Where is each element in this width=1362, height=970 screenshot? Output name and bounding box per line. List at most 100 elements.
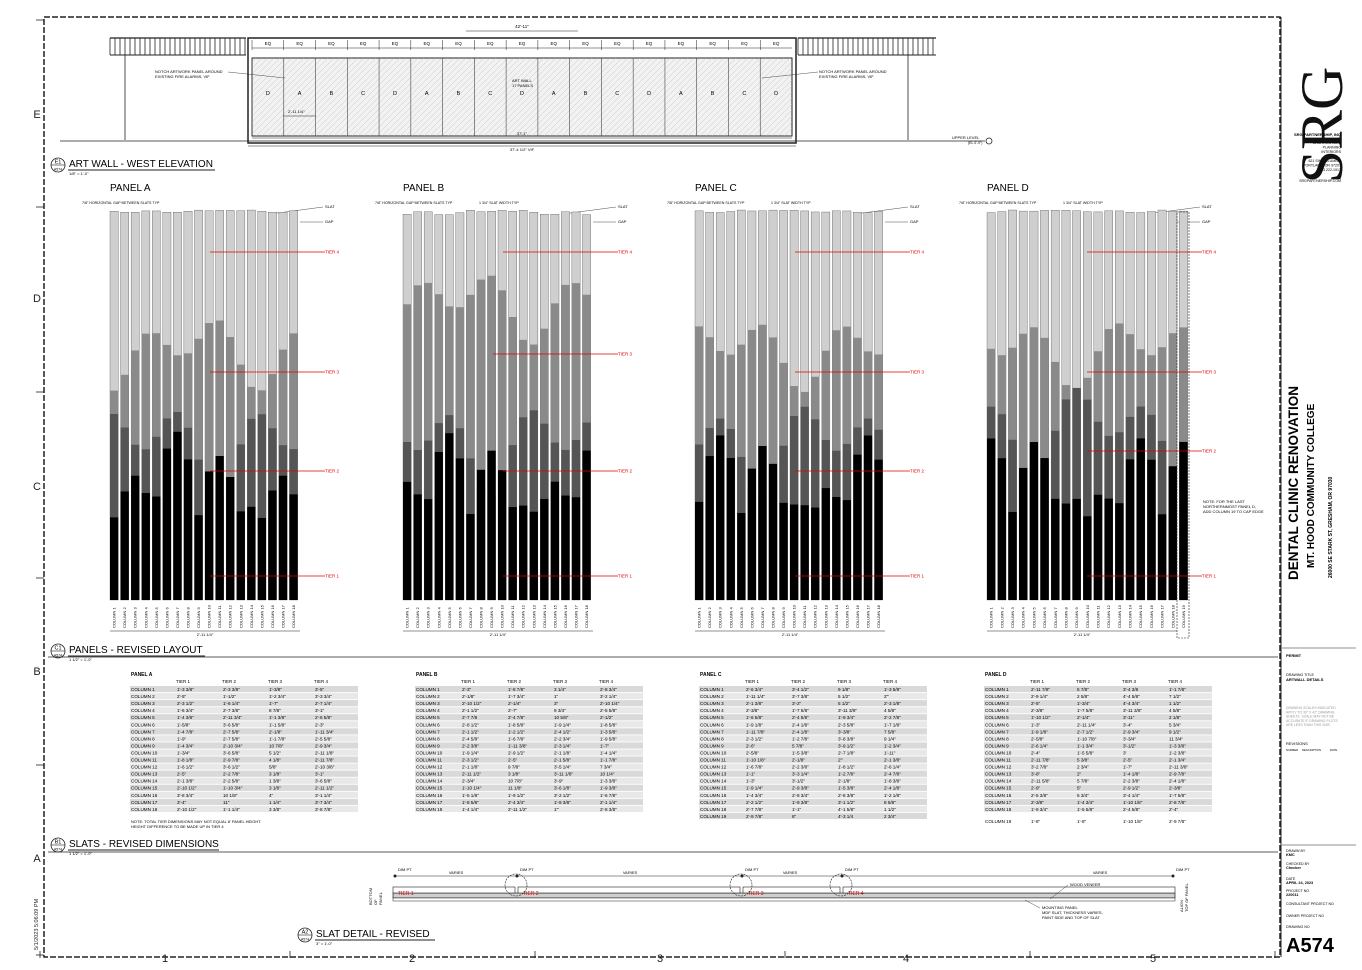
tier-label: TIER 2	[618, 469, 633, 474]
revision-header: DESCRIPTION	[1302, 748, 1321, 752]
slat-tier-1	[403, 481, 412, 600]
slat-tier-2	[800, 406, 809, 600]
column-label: COLUMN 1	[989, 607, 994, 628]
table-cell: 1'-1 3/8"	[269, 715, 286, 720]
table-cell: 1'-11 3/4"	[315, 729, 334, 734]
table-cell: 2'-3 1/8"	[884, 701, 901, 706]
column-label: COLUMN 17	[1160, 604, 1165, 628]
section-ref: A574	[54, 848, 62, 852]
table-cell: 1'-8 3/8"	[884, 779, 901, 784]
elevation-panel-letter: B	[457, 91, 461, 97]
slat-tier-1	[236, 511, 245, 600]
section-title: ART WALL - WEST ELEVATION	[69, 159, 213, 170]
table-cell: 2'-2 1/2"	[746, 800, 763, 805]
column-label: COLUMN 15	[259, 604, 264, 628]
table-cell: COLUMN 18	[131, 807, 158, 812]
table-cell: 2'-9 7/8"	[1169, 772, 1186, 777]
slat-tier-1	[1019, 467, 1028, 600]
table-row-bg	[130, 714, 358, 721]
table-cell: COLUMN 6	[131, 722, 155, 727]
panel-width-dim: 2'-11 1/4"	[1074, 632, 1091, 637]
column-label: COLUMN 16	[563, 604, 568, 628]
leader	[227, 71, 286, 79]
column-label: COLUMN 8	[479, 607, 484, 628]
table-cell: 1'-3/4"	[1077, 701, 1090, 706]
column-label: COLUMN 12	[228, 604, 233, 628]
slat-tier-1	[1179, 441, 1188, 600]
table-header: TIER 1	[745, 679, 760, 684]
table-row-bg	[415, 749, 643, 756]
table-row-bg	[984, 742, 1212, 749]
section-ref: A574	[54, 654, 62, 658]
table-cell: 1'-4 3/4"	[177, 743, 194, 748]
table-cell: 2 1/8"	[1169, 715, 1181, 720]
table-cell: 2'-9 7/8"	[1169, 819, 1186, 824]
table-cell: 5 1/2"	[838, 701, 850, 706]
sheet-border	[43, 16, 1281, 958]
table-cell: COLUMN 3	[700, 701, 724, 706]
hatch-line	[285, 58, 365, 136]
table-cell: 5 1/2"	[269, 750, 281, 755]
table-cell: 2'-3"	[462, 687, 472, 692]
tier-label: TIER 4	[618, 250, 633, 255]
table-row-bg	[984, 700, 1212, 707]
table-cell: COLUMN 2	[985, 694, 1009, 699]
column-label: COLUMN 7	[1053, 607, 1058, 628]
table-header: TIER 4	[1168, 679, 1183, 684]
hatch-line	[669, 58, 749, 136]
slat-tier-1	[434, 452, 443, 600]
hatch-line	[252, 58, 281, 87]
column-label: COLUMN 14	[834, 604, 839, 628]
panel-gap-note: 7/8" HORIZONTAL GAP BETWEEN SLATS TYP	[375, 201, 453, 205]
table-cell: 1'-3"	[746, 779, 756, 784]
table-row-bg	[699, 749, 927, 756]
table-row-bg	[415, 770, 643, 777]
section-scale: 3" = 1'-0"	[316, 941, 333, 946]
table-cell: 1'-11"	[884, 750, 896, 755]
table-cell: COLUMN 15	[700, 786, 727, 791]
scale-note: SHEETS. SCALE MAY NOT BE	[1286, 715, 1335, 719]
hatch-line	[543, 58, 623, 136]
slat-tier-1	[1040, 458, 1049, 600]
table-cell: 2'-1/4"	[508, 701, 521, 706]
table-cell: 2'-5/8"	[1031, 736, 1044, 741]
hatch-line	[321, 58, 401, 136]
column-label: COLUMN 8	[1063, 607, 1068, 628]
slat-label: SLAT	[1202, 204, 1212, 209]
grid-col-label: 5	[1150, 953, 1156, 965]
slat-tier-1	[561, 495, 570, 600]
table-cell: 2'-4 5/8"	[792, 715, 809, 720]
grid-col-label: 1	[162, 953, 168, 965]
slat-tier-1	[194, 515, 203, 600]
owner-label: OWNER PROJECT NO	[1286, 914, 1324, 918]
table-cell: 1 3/8"	[269, 779, 281, 784]
hatch-line	[417, 58, 497, 136]
table-cell: 3 1/8"	[269, 772, 281, 777]
table-cell: 1'-6 7/8"	[508, 736, 525, 741]
table-cell: 2'-7 7/8"	[746, 807, 763, 812]
panel-width-note: 1 3/4" SLAT WIDTH TYP	[771, 201, 811, 205]
table-cell: 1'-5 5/8"	[1077, 807, 1094, 812]
table-cell: 2'-3 1/2"	[177, 701, 194, 706]
table-cell: 1'-3 3/8"	[600, 779, 617, 784]
table-cell: COLUMN 5	[700, 715, 724, 720]
table-cell: COLUMN 9	[131, 743, 155, 748]
section-title: PANELS - REVISED LAYOUT	[69, 645, 203, 656]
table-cell: 3'-1"	[315, 708, 325, 713]
slat-tier-1	[716, 435, 725, 600]
slat-tier-1	[737, 512, 746, 600]
tier-label: TIER 4	[910, 250, 925, 255]
hatch-line	[723, 67, 792, 136]
slat-tier-1	[1072, 498, 1081, 600]
elevation-panel-letter: C	[361, 91, 365, 97]
table-cell: 3'-11 3/8"	[838, 708, 857, 713]
panel-title: PANEL A	[110, 183, 151, 194]
column-label: COLUMN 11	[1096, 605, 1101, 628]
elevation-panel-letter: A	[425, 91, 429, 97]
table-cell: COLUMN 11	[416, 758, 442, 763]
grid-col-label: 3	[657, 953, 663, 965]
table-row-bg	[130, 749, 358, 756]
table-cell: 1'-9 3/8"	[792, 800, 809, 805]
table-cell: COLUMN 4	[985, 708, 1009, 713]
slat-tier-1	[874, 459, 883, 600]
